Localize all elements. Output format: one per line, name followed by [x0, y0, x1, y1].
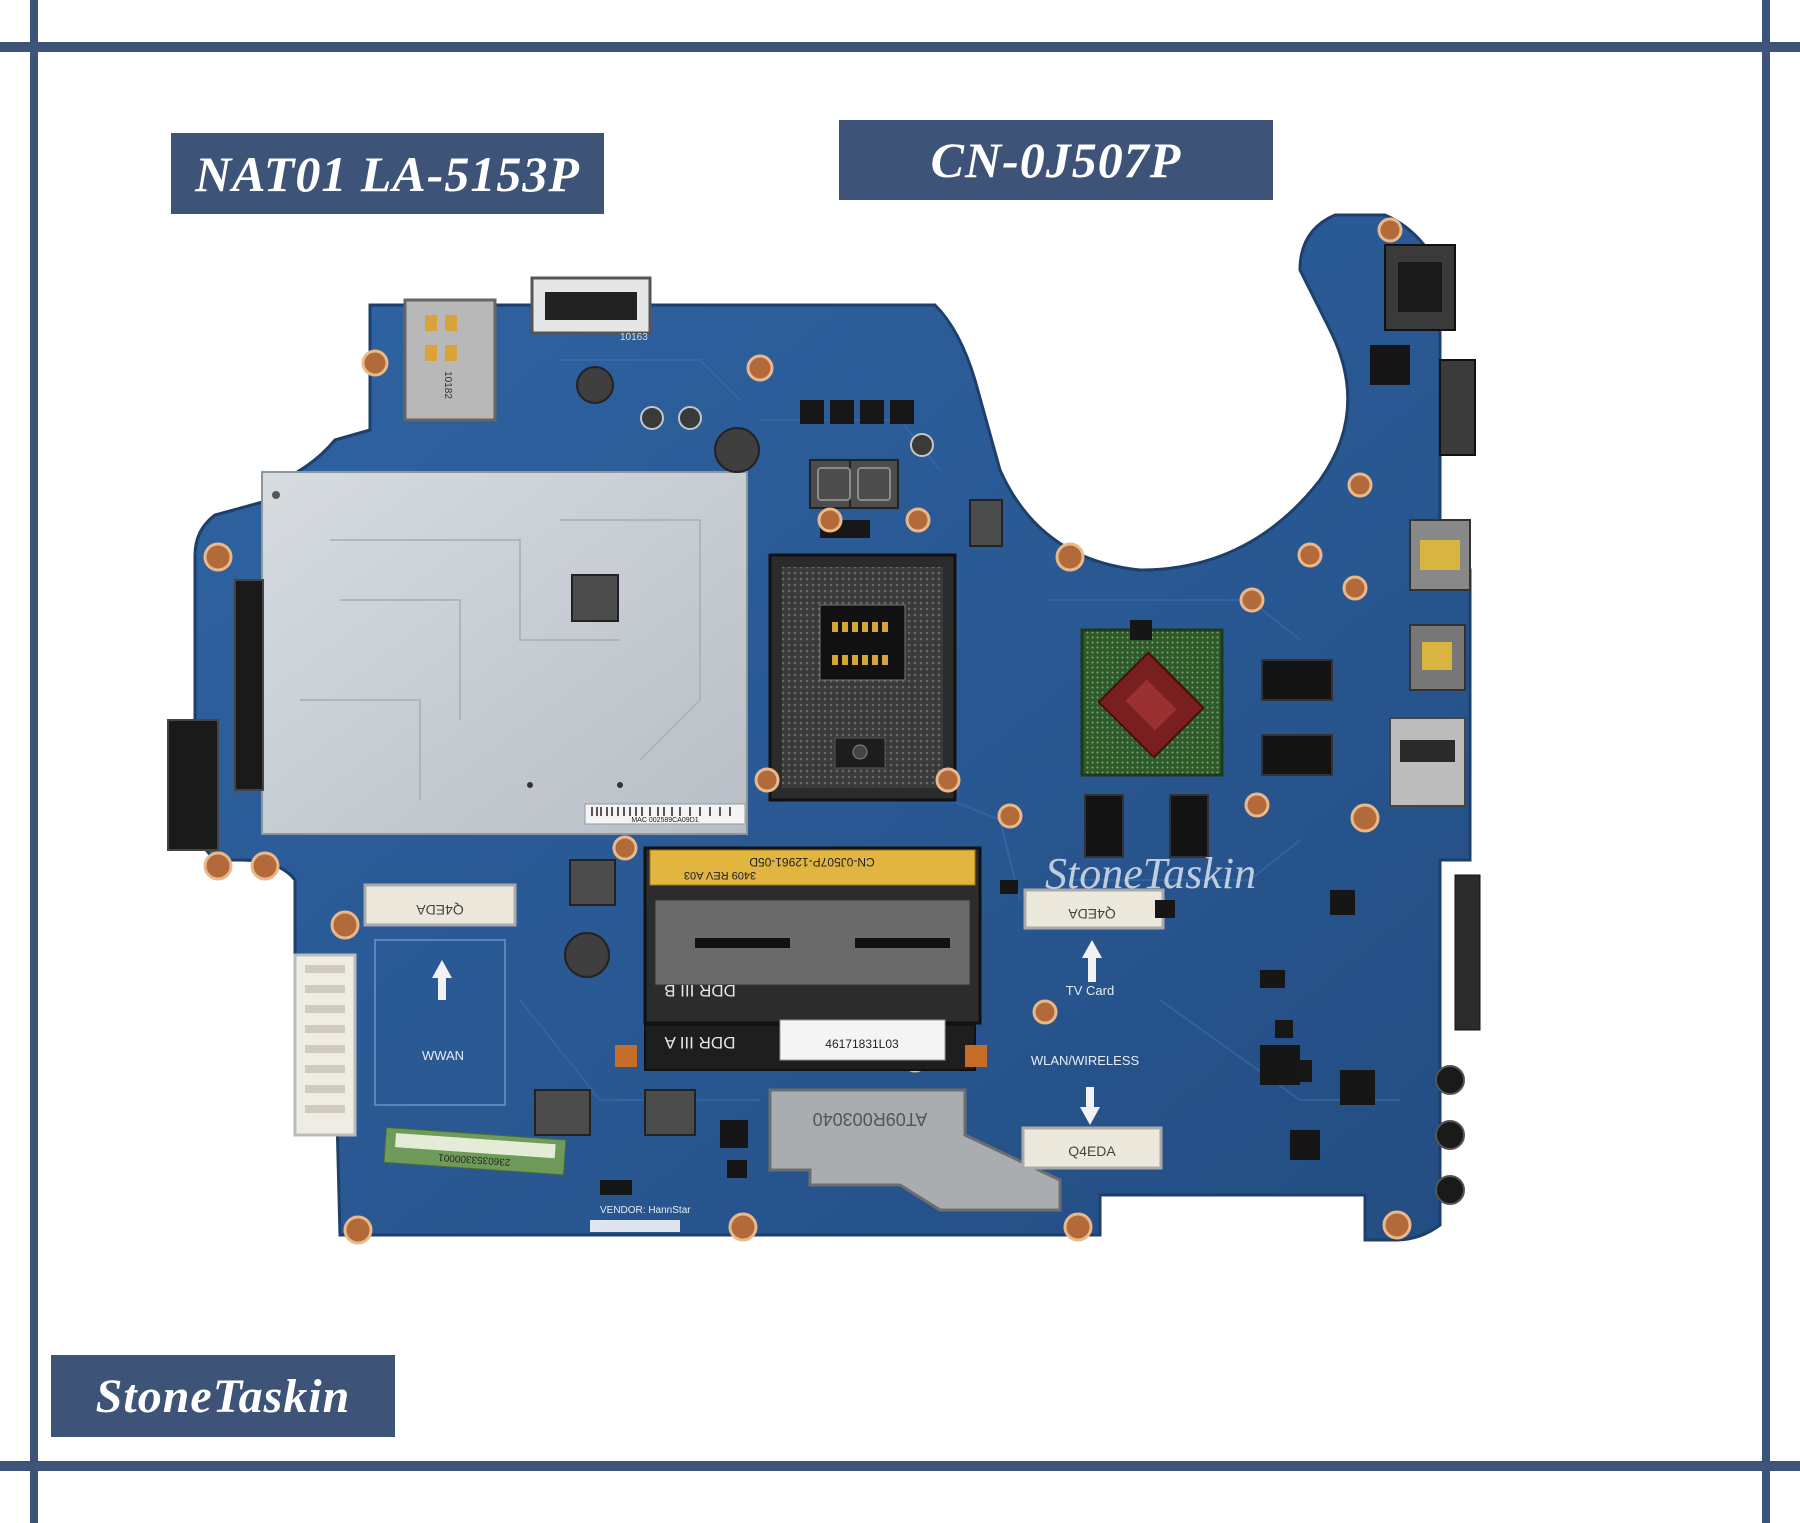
vram-chip: [1084, 794, 1124, 858]
tvcard-label: TV Card: [1066, 983, 1114, 998]
mac-sticker: [584, 803, 746, 825]
brand-label: StoneTaskin: [51, 1355, 395, 1437]
watermark: StoneTaskin: [1045, 849, 1256, 898]
serial-sticker-text: 2360353300001: [438, 1151, 511, 1167]
stock-sticker: [779, 1019, 946, 1061]
ddr-slot-b-label: DDR III B: [664, 981, 736, 1000]
wlan-label: WLAN/WIRELESS: [1031, 1053, 1140, 1068]
wlan-slot-connector: [1021, 1126, 1163, 1170]
stock-sticker-text: 46171831L03: [825, 1037, 899, 1051]
frame-bottom-line: [0, 1461, 1800, 1471]
part-number-label: CN-0J507P: [839, 120, 1273, 200]
ddr-slot-a-label: DDR III A: [664, 1033, 736, 1052]
hdd-connector: [234, 579, 264, 791]
vram-chip: [1261, 659, 1333, 701]
vendor-label: VENDOR: HannStar: [600, 1205, 691, 1216]
inductor: [969, 499, 1003, 547]
inductor: [571, 574, 619, 622]
wlan-connector-label: Q4EDA: [1068, 1143, 1116, 1159]
audio-jack: [1435, 1175, 1465, 1205]
side-connector: [167, 719, 219, 851]
power-connector-label: 10163: [620, 332, 648, 343]
audio-jack: [1435, 1065, 1465, 1095]
frame-top-line: [0, 42, 1800, 52]
inductor: [534, 1089, 591, 1136]
vram-chip: [1261, 734, 1333, 776]
choke: [564, 932, 610, 978]
audio-jack: [1435, 1120, 1465, 1150]
model-label: NAT01 LA-5153P: [171, 133, 604, 214]
frame-right-line: [1762, 0, 1770, 1523]
frame-left-line: [30, 0, 38, 1523]
wwan-label: WWAN: [422, 1048, 464, 1063]
inductor: [644, 1089, 696, 1136]
choke: [714, 427, 760, 473]
inductor: [569, 859, 616, 906]
metal-shield: [261, 471, 748, 835]
vga-port: [1439, 359, 1476, 456]
tvcard-connector-label: Q4EDA: [1068, 906, 1116, 922]
vram-chip: [1169, 794, 1209, 858]
mac-sticker-text: MAC 002589CA09D1: [631, 817, 698, 824]
ram-sticker-text: CN-0J507P-12961-05D: [749, 855, 875, 869]
ram-sticker-rev: 3409 REV A03: [684, 869, 756, 881]
heatsink-text: AT09R003040: [813, 1109, 928, 1129]
side-io-connector: [1454, 874, 1481, 1031]
wwan-slot-connector: [363, 883, 517, 927]
tvcard-slot-connector: [1023, 888, 1165, 930]
sim-slot-label: 10182: [442, 371, 453, 399]
choke: [576, 366, 614, 404]
chipset-heatsink: [768, 1088, 1062, 1212]
wwan-connector-label: Q4EDA: [416, 902, 464, 918]
